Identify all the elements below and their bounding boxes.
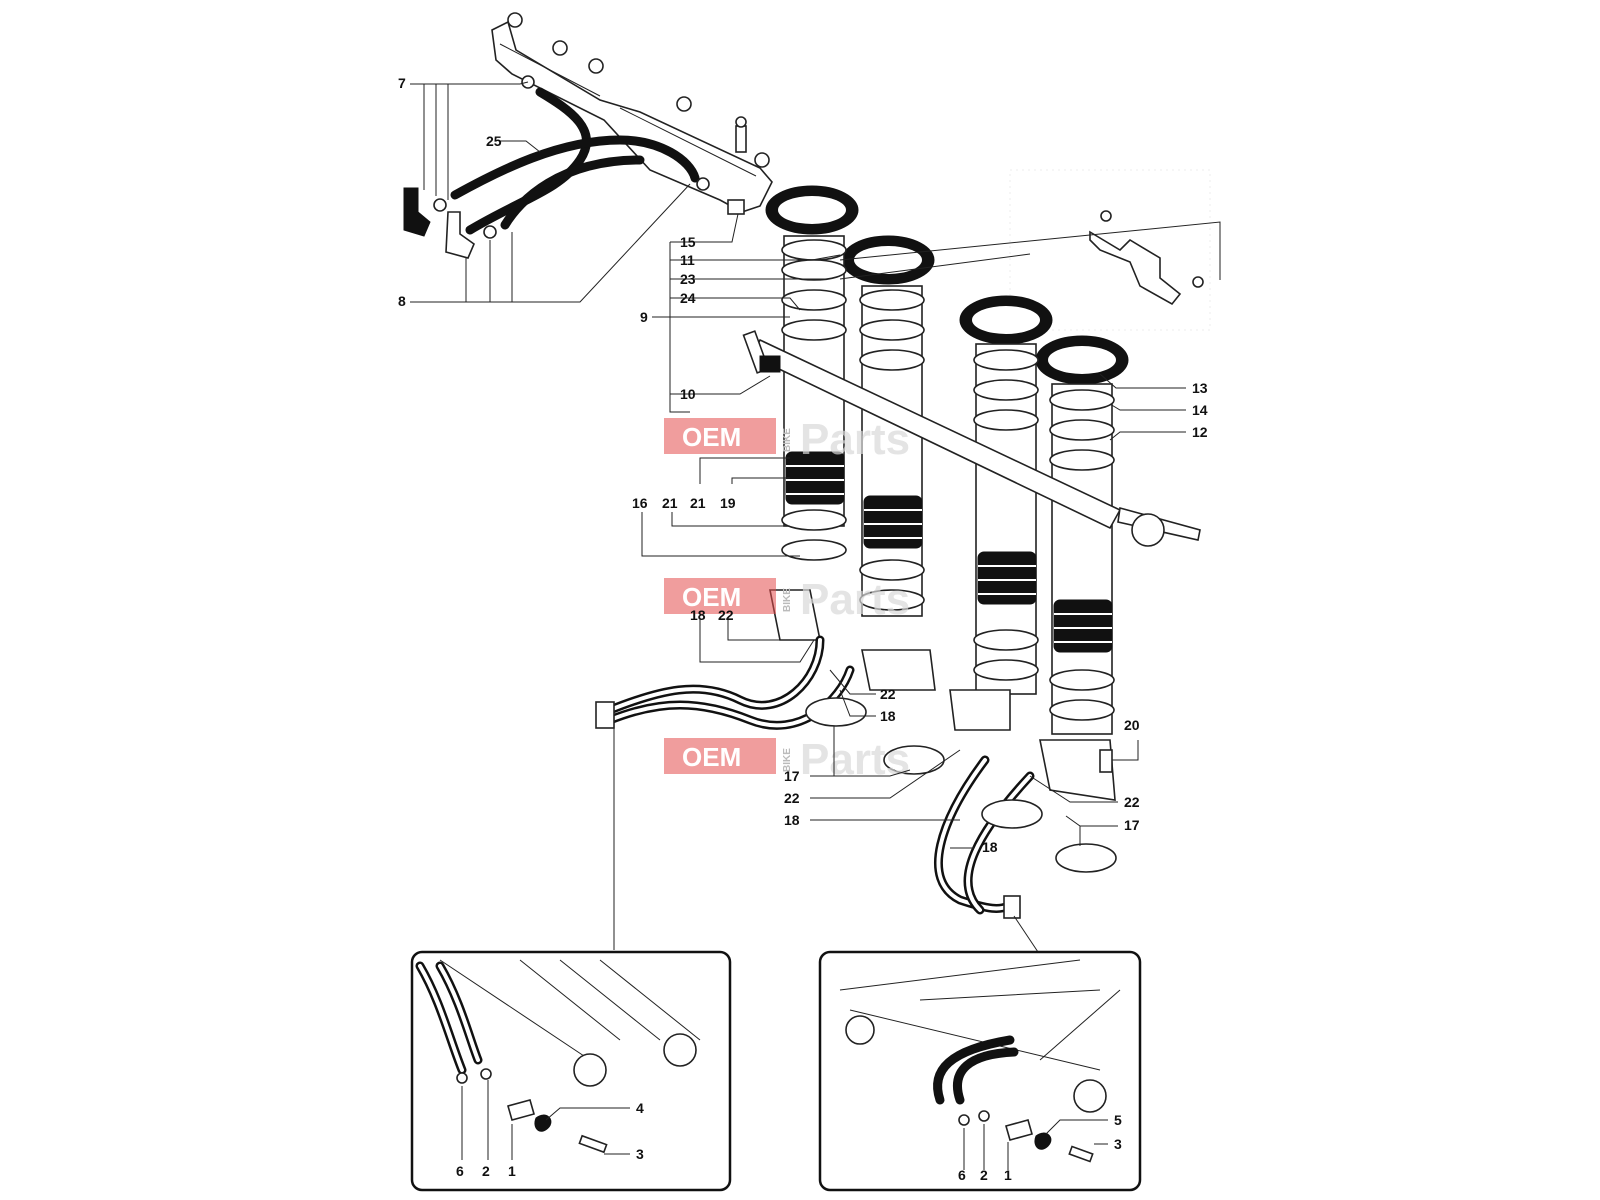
callout-14: 14 — [1192, 402, 1208, 418]
callout-22: 22 — [718, 607, 734, 623]
callout-18: 18 — [784, 812, 800, 828]
callout-1: 1 — [1004, 1167, 1012, 1183]
callout-6: 6 — [958, 1167, 966, 1183]
fastener-screw-top — [735, 116, 747, 153]
watermark-oem-text: OEM — [682, 742, 741, 772]
callout-3: 3 — [636, 1146, 644, 1162]
watermark-parts-text: Parts — [800, 575, 910, 624]
callout-9: 9 — [640, 309, 648, 325]
detail-box-right — [818, 950, 1142, 1192]
callout-8: 8 — [398, 293, 406, 309]
hose-clamps-top — [433, 75, 710, 239]
callout-4: 4 — [636, 1100, 644, 1116]
watermark-oem-text: OEM — [682, 422, 741, 452]
watermark-bike-text: BIKE — [782, 588, 793, 612]
callout-labels: 7 25 8 15 11 23 24 9 10 13 14 12 21 16 2… — [398, 75, 1208, 1183]
callout-20: 20 — [1124, 717, 1140, 733]
callout-18: 18 — [690, 607, 706, 623]
callout-10: 10 — [680, 386, 696, 402]
rubber-intake-bellows — [785, 451, 1113, 653]
watermark-2: OEM BIKE Parts — [664, 575, 910, 624]
vacuum-hose-right — [934, 755, 1035, 919]
box-leader-lines — [461, 1080, 1108, 1170]
callout-21: 21 — [690, 495, 706, 511]
watermark-1: OEM BIKE Parts — [664, 415, 910, 464]
callout-6: 6 — [456, 1163, 464, 1179]
callout-5: 5 — [1114, 1112, 1122, 1128]
leader-lines — [410, 81, 1221, 956]
throttle-shaft-bar — [742, 330, 1201, 547]
callout-21: 21 — [662, 495, 678, 511]
throttle-cylinders — [781, 235, 1115, 735]
fuel-hose-upper — [450, 87, 700, 235]
callout-17: 17 — [1124, 817, 1140, 833]
watermark-parts-text: Parts — [800, 415, 910, 464]
callout-16: 16 — [632, 495, 648, 511]
callout-25: 25 — [486, 133, 502, 149]
callout-3: 3 — [1114, 1136, 1122, 1152]
hose-rings-17 — [805, 697, 1117, 873]
callout-24: 24 — [680, 290, 696, 306]
watermark-bike-text: BIKE — [782, 748, 793, 772]
callout-2: 2 — [482, 1163, 490, 1179]
callout-15: 15 — [680, 234, 696, 250]
intake-bellmouths — [765, 185, 1129, 385]
callout-19: 19 — [720, 495, 736, 511]
callout-12: 12 — [1192, 424, 1208, 440]
callout-1: 1 — [508, 1163, 516, 1179]
callout-2: 2 — [980, 1167, 988, 1183]
callout-22: 22 — [1124, 794, 1140, 810]
elbow-connector-white — [445, 211, 475, 259]
callout-17: 17 — [784, 768, 800, 784]
callout-22: 22 — [880, 686, 896, 702]
watermark-oem-text: OEM — [682, 582, 741, 612]
callout-22: 22 — [784, 790, 800, 806]
fuel-rail — [491, 12, 773, 215]
vacuum-hose-left — [595, 635, 855, 730]
detail-box-left — [410, 950, 732, 1192]
callout-18: 18 — [982, 839, 998, 855]
callout-23: 23 — [680, 271, 696, 287]
elbow-connector-black — [403, 187, 431, 237]
mounting-bracket — [1089, 210, 1204, 306]
callout-18: 18 — [880, 708, 896, 724]
manifold-flanges — [769, 589, 1116, 801]
watermark-bike-text: BIKE — [782, 428, 793, 452]
callout-11: 11 — [680, 252, 695, 268]
watermark-parts-text: Parts — [800, 735, 910, 784]
callout-13: 13 — [1192, 380, 1208, 396]
callout-7: 7 — [398, 75, 406, 91]
